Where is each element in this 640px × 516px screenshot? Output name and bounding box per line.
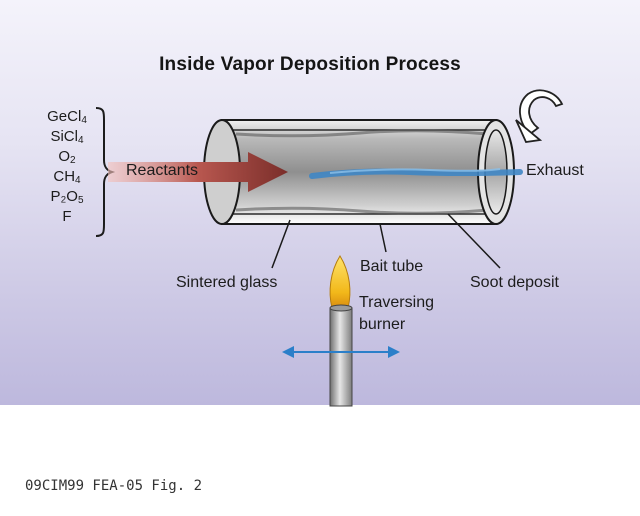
figure-caption: 09CIM99 FEA-05 Fig. 2 <box>25 478 203 494</box>
reactant-item: O2 <box>58 148 76 166</box>
sintered-glass-leader <box>271 219 291 269</box>
reactant-item: F <box>62 208 72 225</box>
bait-tube-leader <box>379 223 387 253</box>
soot-deposit-leader <box>447 213 501 269</box>
sintered-glass-label: Sintered glass <box>176 274 278 291</box>
burner-label-line1: Traversing <box>359 294 434 311</box>
exhaust-stream <box>309 168 523 179</box>
reactant-item: P₂O5 <box>50 188 84 206</box>
traverse-arrow-icon <box>282 346 400 358</box>
rotation-arrow-icon <box>515 89 564 143</box>
reactants-label: Reactants <box>126 162 199 179</box>
diagram-title: Inside Vapor Deposition Process <box>159 54 461 75</box>
traversing-burner <box>329 255 353 407</box>
reactant-item: CH4 <box>53 168 81 186</box>
burner-label-line2: burner <box>359 316 406 333</box>
traversing-burner-label: Traversing burner <box>359 292 434 336</box>
reactant-arrow <box>108 152 288 192</box>
bait-tube-label: Bait tube <box>360 258 424 275</box>
reactant-item: SiCl4 <box>50 128 84 146</box>
soot-deposit-label: Soot deposit <box>470 274 559 291</box>
exhaust-label: Exhaust <box>526 162 584 179</box>
reactant-item: GeCl4 <box>47 108 87 126</box>
